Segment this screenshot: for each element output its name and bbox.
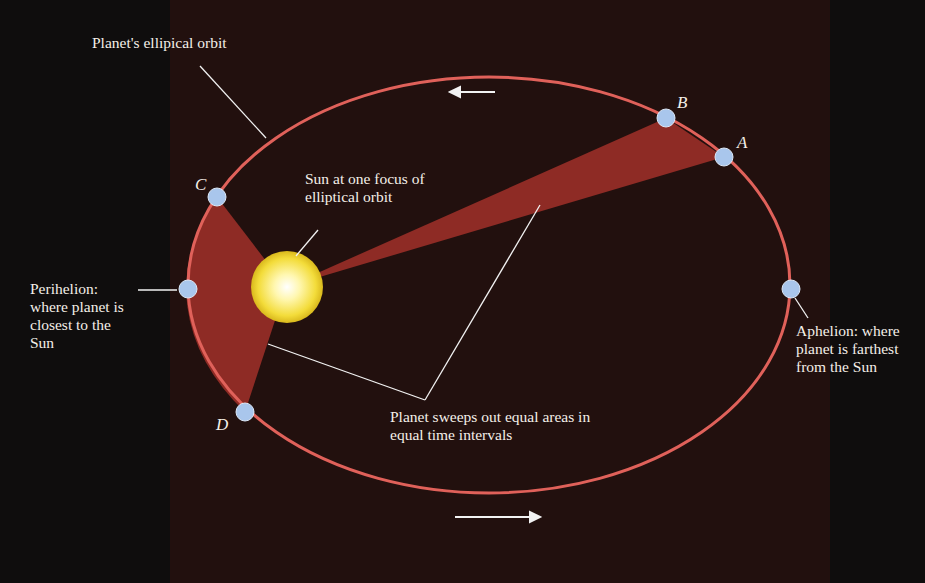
aphelion-label: Aphelion: where planet is farthest from …: [796, 322, 918, 376]
direction-arrow: [458, 91, 495, 93]
perihelion-label: Perihelion: where planet is closest to t…: [30, 280, 130, 352]
planet-dot: [782, 280, 800, 298]
area-law-label: Planet sweeps out equal areas in equal t…: [390, 408, 605, 444]
swept-area: [286, 118, 724, 287]
arrow-head: [530, 512, 540, 522]
orbit-ellipse: [188, 77, 790, 493]
planet-dot: [657, 109, 675, 127]
leader-line: [296, 230, 318, 256]
leader-line: [425, 205, 540, 400]
sun: [251, 251, 323, 323]
background-panel: [170, 0, 830, 583]
point-letter: D: [216, 416, 246, 434]
point-letter: A: [737, 134, 767, 152]
point-letter: B: [677, 94, 707, 112]
leader-line: [795, 298, 808, 318]
leader-line: [268, 344, 425, 400]
sun-label: Sun at one focus of elliptical orbit: [305, 170, 455, 206]
planet-dot: [179, 280, 197, 298]
leader-line: [200, 66, 266, 138]
planet-dot: [715, 148, 733, 166]
arrow-head: [450, 87, 460, 97]
planet-dot: [236, 403, 254, 421]
point-letter: C: [195, 176, 225, 194]
planet-dot: [208, 188, 226, 206]
leader-line: [138, 289, 177, 290]
orbit-label: Planet's ellipical orbit: [92, 34, 332, 52]
direction-arrow: [455, 516, 532, 518]
